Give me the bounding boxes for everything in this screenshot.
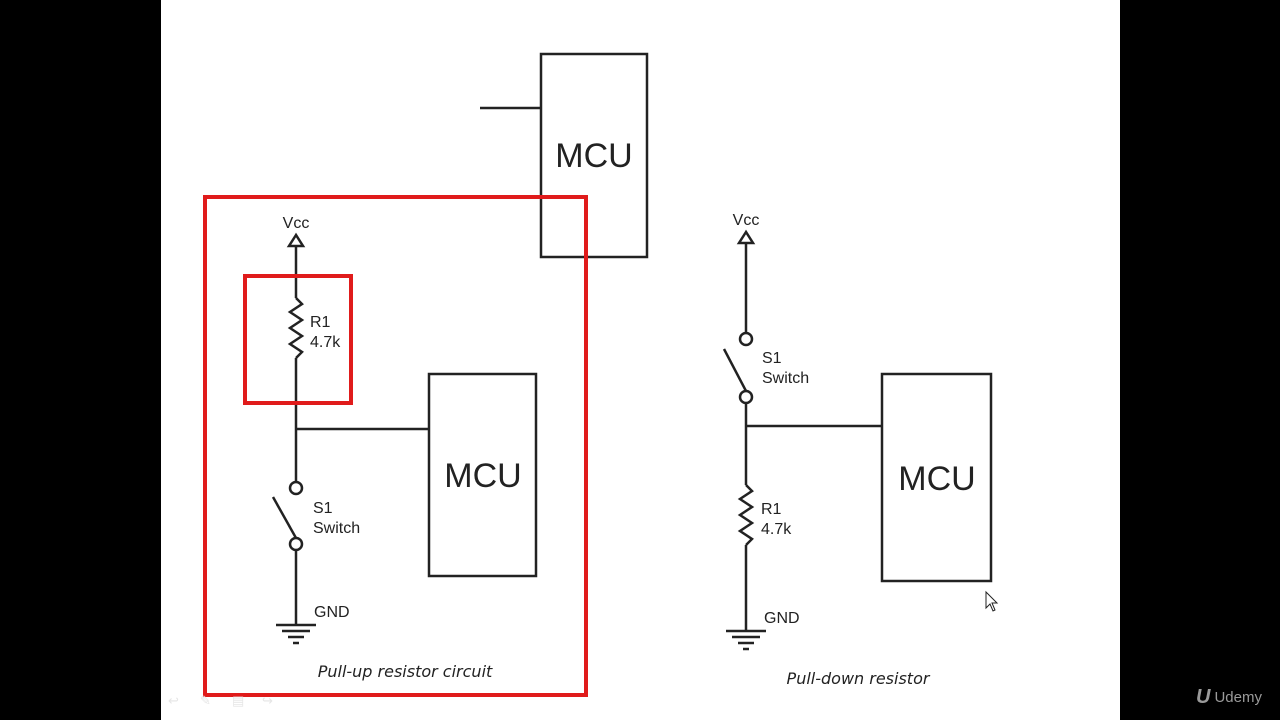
pullup-mcu-label: MCU: [444, 457, 521, 495]
pullup-r1-value: 4.7k: [310, 334, 341, 351]
pulldown-switch-lever-icon: [722, 348, 748, 392]
pullup-circuit: Vcc R1 4.7k S1 Switch GND MCU Pull-up re…: [271, 215, 538, 681]
pen-icon[interactable]: ✎: [200, 693, 211, 708]
pullup-ground-icon: [276, 623, 316, 645]
pulldown-vcc-arrow-icon: [736, 229, 756, 245]
pullup-r1-name: R1: [310, 314, 331, 331]
pullup-vcc-arrow-icon: [286, 232, 306, 248]
pulldown-r1-name: R1: [761, 501, 782, 518]
pullup-resistor-icon: [287, 297, 305, 359]
pullup-gnd-label: GND: [314, 604, 350, 621]
pullup-switch-lever-icon: [271, 496, 298, 539]
resistor-highlight-box: [243, 274, 353, 405]
pullup-caption: Pull-up resistor circuit: [318, 662, 493, 681]
pulldown-circuit: Vcc S1 Switch R1 4.7k GND MCU Pull-down …: [722, 212, 993, 688]
pulldown-mcu-label: MCU: [898, 460, 975, 498]
pulldown-switch-top-terminal: [738, 331, 754, 347]
pulldown-resistor-icon: [737, 484, 755, 546]
pullup-highlight-box: [203, 195, 588, 697]
udemy-watermark: U Udemy: [1196, 686, 1262, 709]
prev-slide-icon[interactable]: ↩: [168, 693, 179, 708]
mouse-cursor-icon: [985, 590, 999, 612]
pullup-s1-type: Switch: [313, 520, 360, 537]
pullup-s1-name: S1: [313, 500, 333, 517]
top-mcu-box: [539, 52, 649, 259]
pulldown-r1-value: 4.7k: [761, 521, 792, 538]
pullup-switch-top-terminal: [288, 480, 304, 496]
pulldown-s1-name: S1: [762, 350, 782, 367]
pulldown-gnd-label: GND: [764, 610, 800, 627]
pulldown-s1-type: Switch: [762, 370, 809, 387]
pullup-vcc-label: Vcc: [283, 215, 310, 232]
pulldown-ground-icon: [726, 629, 766, 651]
pulldown-caption: Pull-down resistor: [787, 669, 931, 688]
top-mcu-label: MCU: [555, 137, 632, 175]
udemy-brand-text: Udemy: [1214, 689, 1262, 706]
pulldown-mcu-box: [880, 372, 993, 583]
udemy-logo-icon: U: [1196, 686, 1211, 708]
pullup-mcu-box: [427, 372, 538, 578]
pullup-switch-bottom-terminal: [288, 536, 304, 552]
pulldown-vcc-label: Vcc: [733, 212, 760, 229]
menu-icon[interactable]: ▤: [232, 693, 245, 708]
top-mcu-group: MCU: [480, 52, 649, 259]
pulldown-switch-bottom-terminal: [738, 389, 754, 405]
next-slide-icon[interactable]: ↪: [262, 693, 273, 708]
